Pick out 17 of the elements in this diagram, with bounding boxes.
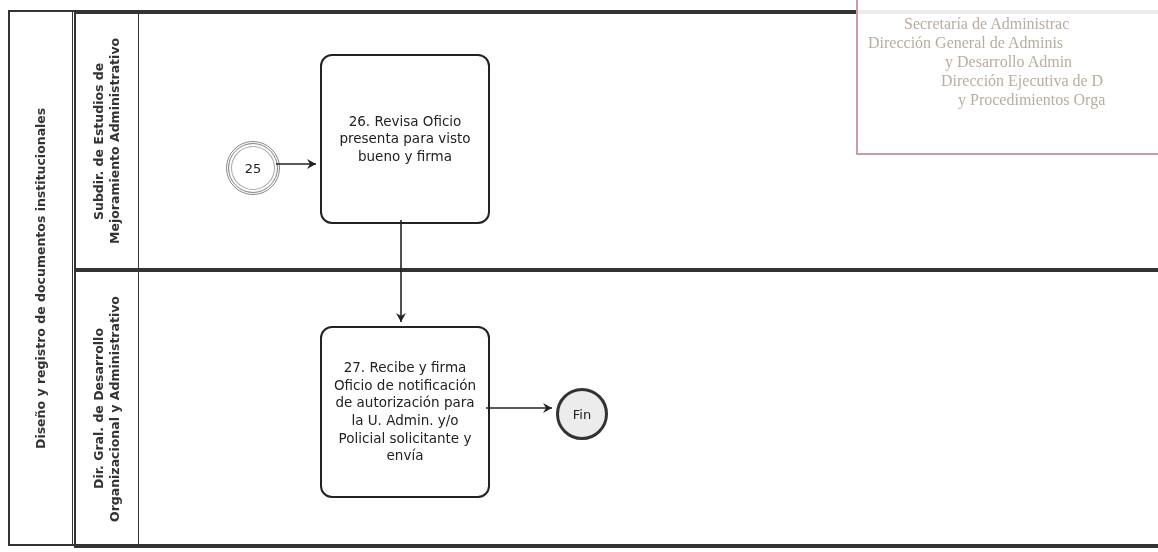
swimlane [74,270,1158,548]
connector-event-circle: 25 [226,141,280,195]
arrow [275,159,317,169]
stamp-box [856,0,1158,155]
arrow [485,403,553,413]
end-event-circle: Fin [556,388,608,440]
stamp-text: y Procedimientos Orga [958,92,1106,108]
stamp-text: Dirección General de Adminis [868,35,1064,51]
stamp-text: y Desarrollo Admin [945,54,1073,70]
task-box: 27. Recibe y firma Oficio de notificación de autorización para la U. Admin. y/o Policial solicitante y envía [320,326,490,498]
arrow [396,219,406,323]
task-box: 26. Revisa Oficio presenta para visto bueno y firma [320,54,490,224]
lane-title: Dir. Gral. de Desarrollo Organizacional y Administrativo [89,295,123,524]
stamp-text: Secretaría de Administrac [904,16,1070,32]
lane-title: Subdir. de Estudios de Mejoramiento Administrativo [89,36,123,247]
stamp-text: Dirección Ejecutiva de D [941,73,1104,89]
pool-title: Diseño y registro de documentos institucionales [31,106,49,451]
